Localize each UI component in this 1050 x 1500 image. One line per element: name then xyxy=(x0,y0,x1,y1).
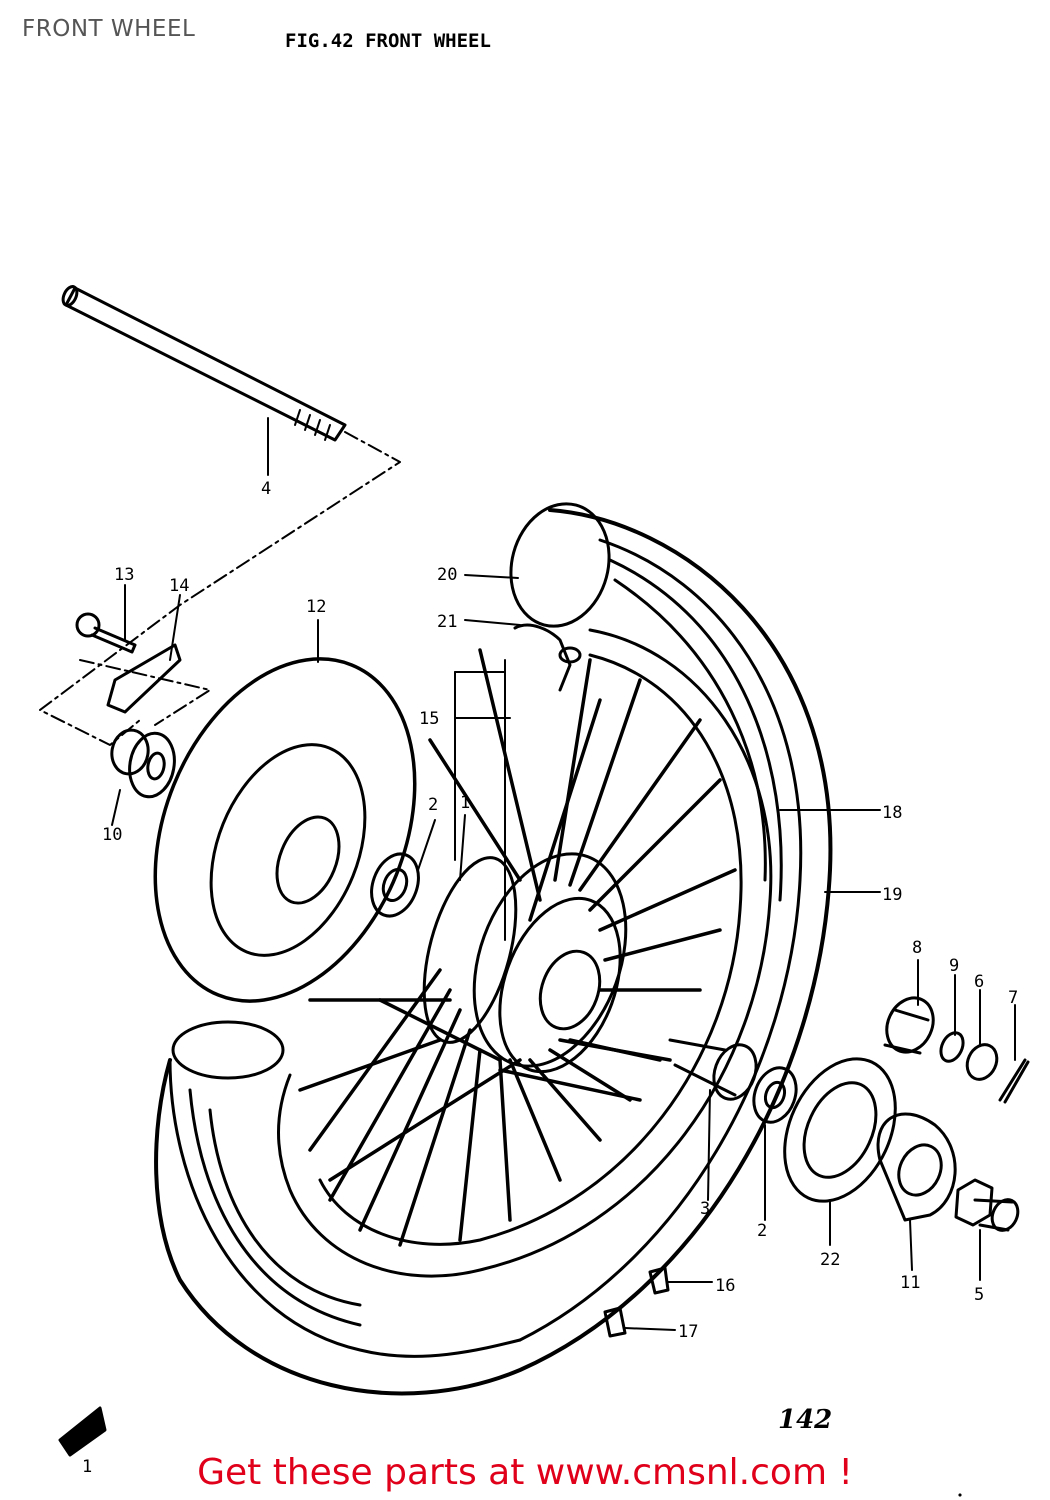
get-parts-link[interactable]: Get these parts at www.cmsnl.com ! xyxy=(197,1452,853,1493)
callout-21: 21 xyxy=(437,612,457,632)
callout-7: 7 xyxy=(1008,988,1018,1008)
callout-11: 11 xyxy=(900,1273,920,1293)
tire-lower-side xyxy=(168,1058,522,1358)
callout-18: 18 xyxy=(882,803,902,823)
rim-inner xyxy=(318,653,743,1246)
callout-5: 5 xyxy=(974,1285,984,1305)
callout-14: 14 xyxy=(169,576,189,596)
tire-cut-bottom xyxy=(171,1020,285,1080)
callout-12: 12 xyxy=(306,597,326,617)
spacer-left xyxy=(128,731,176,799)
balance-weight-17 xyxy=(603,1306,627,1338)
callout-4: 4 xyxy=(261,479,271,499)
hub-flange-left xyxy=(422,856,518,1044)
tire-inner-groove-1 xyxy=(518,538,803,1342)
page-title: FRONT WHEEL xyxy=(22,16,196,42)
brake-disc-center xyxy=(275,815,341,905)
callout-2-left: 2 xyxy=(428,795,438,815)
axle xyxy=(64,286,347,442)
lock-plate xyxy=(106,643,182,714)
hub-body xyxy=(472,852,628,1068)
tire-inner-groove-2 xyxy=(608,558,783,902)
spacer-3 xyxy=(712,1043,758,1101)
nut-6 xyxy=(965,1043,999,1081)
assembly-line-lockplate xyxy=(79,659,211,726)
bearing-left xyxy=(370,852,420,918)
tire-lower-groove xyxy=(188,1088,362,1327)
bearing-right xyxy=(752,1066,798,1124)
callout-22: 22 xyxy=(820,1250,840,1270)
gear-box-11 xyxy=(876,1112,957,1222)
callout-20: 20 xyxy=(437,565,457,585)
bolt-head xyxy=(75,612,101,638)
figure-title: FIG.42 FRONT WHEEL xyxy=(285,30,491,52)
brake-disc-outer xyxy=(153,657,417,1003)
callout-6: 6 xyxy=(974,972,984,992)
hub-bore xyxy=(538,949,602,1031)
callout-1: 1 xyxy=(460,793,470,813)
callout-10: 10 xyxy=(102,825,122,845)
valve-21 xyxy=(513,623,572,692)
collar-8 xyxy=(885,996,935,1054)
cotter-pin-7 xyxy=(998,1058,1030,1104)
callout-8: 8 xyxy=(912,938,922,958)
corner-arrow-icon xyxy=(58,1406,107,1457)
dust-seal-22 xyxy=(783,1057,897,1203)
brake-disc-carrier xyxy=(209,743,367,957)
tire-outer xyxy=(154,508,833,1396)
callout-labels: 1 2 2 3 4 5 6 7 8 9 10 11 12 13 14 15 16… xyxy=(102,479,1018,1342)
hub-flange-right xyxy=(498,896,622,1074)
tire-inner-groove-3 xyxy=(613,578,767,882)
callout-17: 17 xyxy=(678,1322,698,1342)
tire-lower-groove-2 xyxy=(208,1108,362,1307)
callout-3: 3 xyxy=(700,1199,710,1219)
axle-head xyxy=(61,285,79,307)
callout-9: 9 xyxy=(949,956,959,976)
callout-13: 13 xyxy=(114,565,134,585)
callout-19: 19 xyxy=(882,885,902,905)
callout-15: 15 xyxy=(419,709,439,729)
callout-16: 16 xyxy=(715,1276,735,1296)
assembly-line-axle xyxy=(39,431,401,746)
rim-outer xyxy=(276,628,773,1278)
washer-9 xyxy=(939,1031,965,1063)
bolt-shank xyxy=(90,626,137,654)
callout-2-right: 2 xyxy=(757,1221,767,1241)
balance-weight-16 xyxy=(648,1266,670,1295)
corner-mark: 1 xyxy=(82,1457,92,1477)
tire-cut-top xyxy=(509,502,611,628)
page-number: 142 xyxy=(778,1405,832,1435)
